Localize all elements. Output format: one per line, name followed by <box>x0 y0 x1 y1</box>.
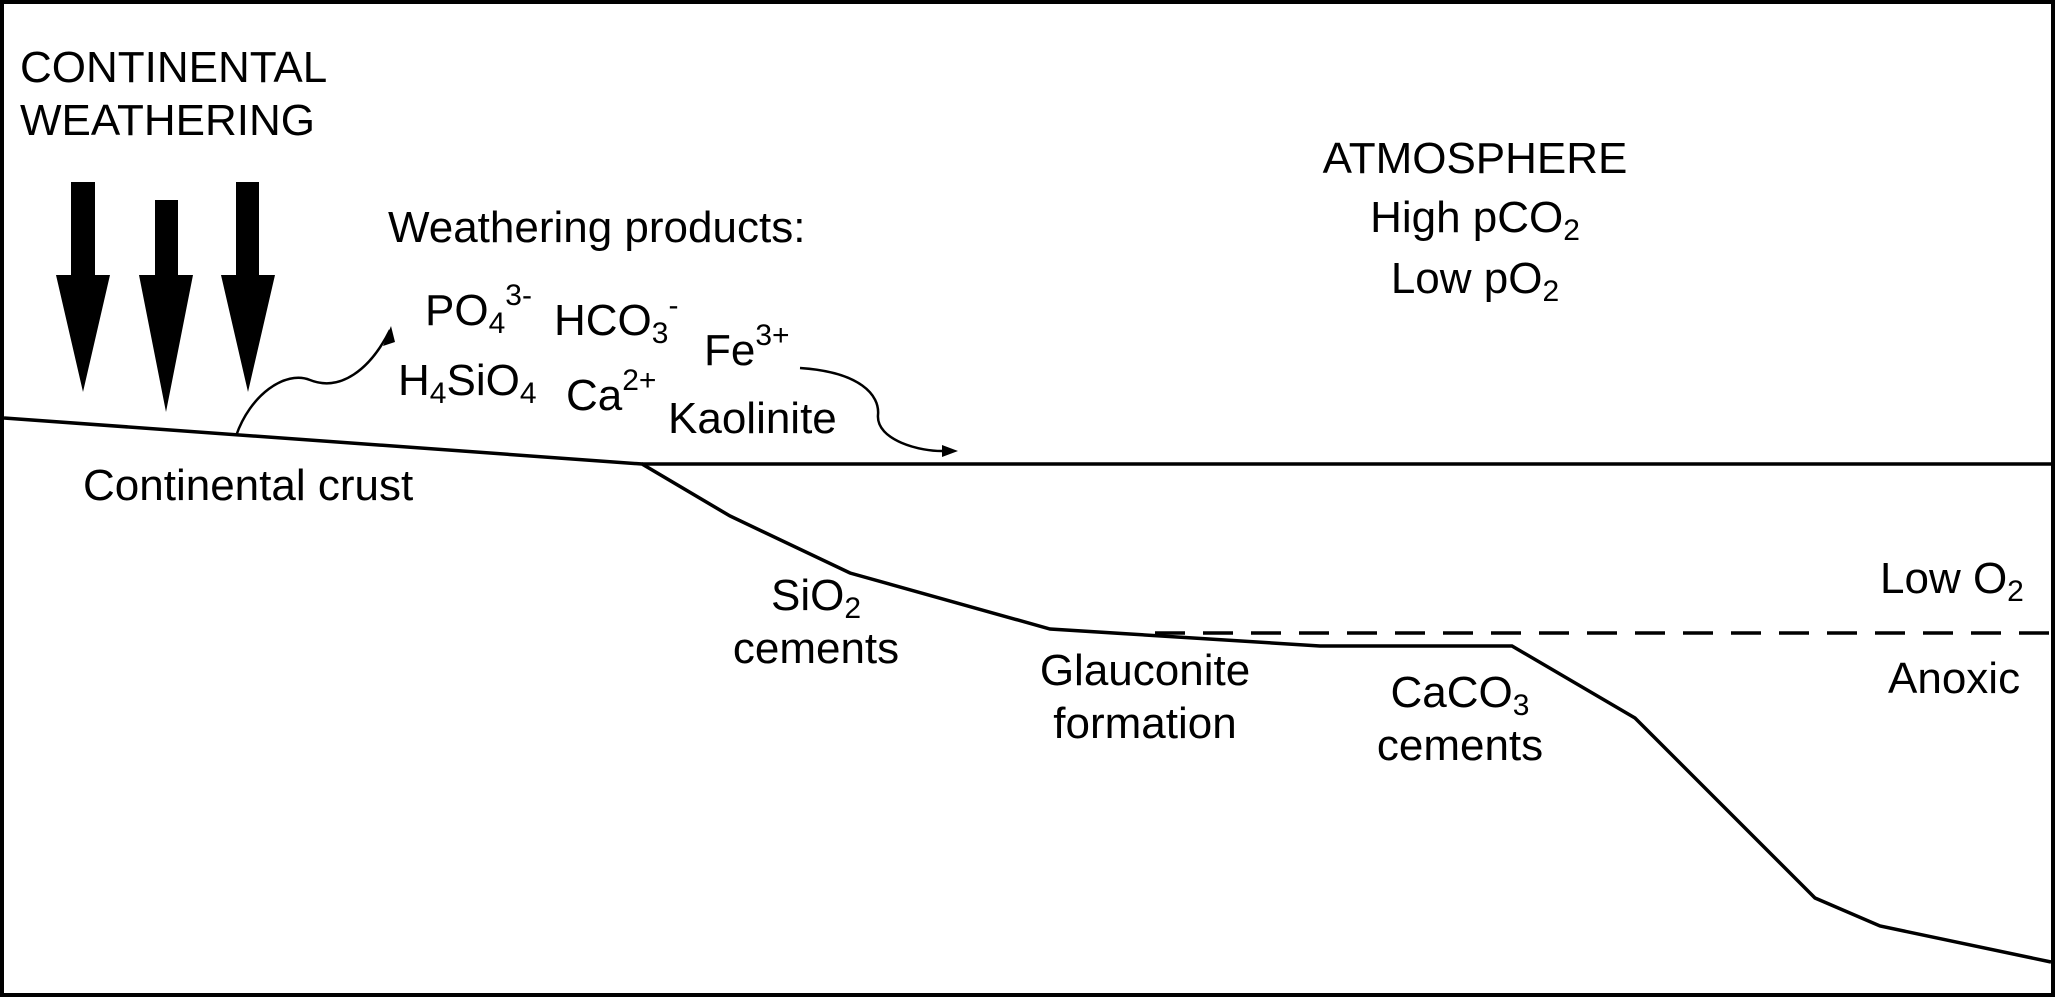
weathering-products-heading: Weathering products: <box>388 203 806 252</box>
seafloor-profile <box>3 416 2052 964</box>
continental-crust-label: Continental crust <box>83 461 414 510</box>
continental-weathering-title: CONTINENTAL WEATHERING <box>20 42 327 148</box>
title-line-2: WEATHERING <box>20 95 315 145</box>
kaolinite-label: Kaolinite <box>668 394 837 443</box>
silicic-acid-label: H4SiO4 <box>398 356 537 410</box>
bicarbonate-label: HCO3- <box>554 289 679 350</box>
runoff-arrowhead <box>942 445 958 457</box>
weathering-transport-arrow <box>234 329 392 437</box>
high-pco2-label: High pCO2 <box>1370 192 1580 247</box>
atmosphere-label: ATMOSPHERE <box>1322 134 1628 183</box>
weathering-transport-arrowhead <box>383 326 395 346</box>
weathering-arrow-2 <box>139 200 193 412</box>
low-o2-label: Low O2 <box>1880 554 2024 608</box>
sio2-cements-label: SiO2 cements <box>732 571 900 673</box>
runoff-arrow <box>799 366 946 453</box>
low-po2-label: Low pO2 <box>1390 253 1560 308</box>
caco3-cements-label: CaCO3 cements <box>1376 668 1544 770</box>
anoxic-label: Anoxic <box>1888 654 2021 703</box>
atmosphere-block: ATMOSPHERE High pCO2 Low pO2 <box>1300 133 1650 308</box>
iron-label: Fe3+ <box>704 319 790 376</box>
weathering-arrows <box>56 182 275 412</box>
weathering-arrow-1 <box>56 182 110 392</box>
title-line-1: CONTINENTAL <box>20 43 328 92</box>
phosphate-label: PO43- <box>425 279 532 340</box>
weathering-arrow-3 <box>221 182 275 392</box>
glauconite-formation-label: Glauconite formation <box>1039 646 1251 748</box>
calcium-label: Ca2+ <box>566 364 657 421</box>
